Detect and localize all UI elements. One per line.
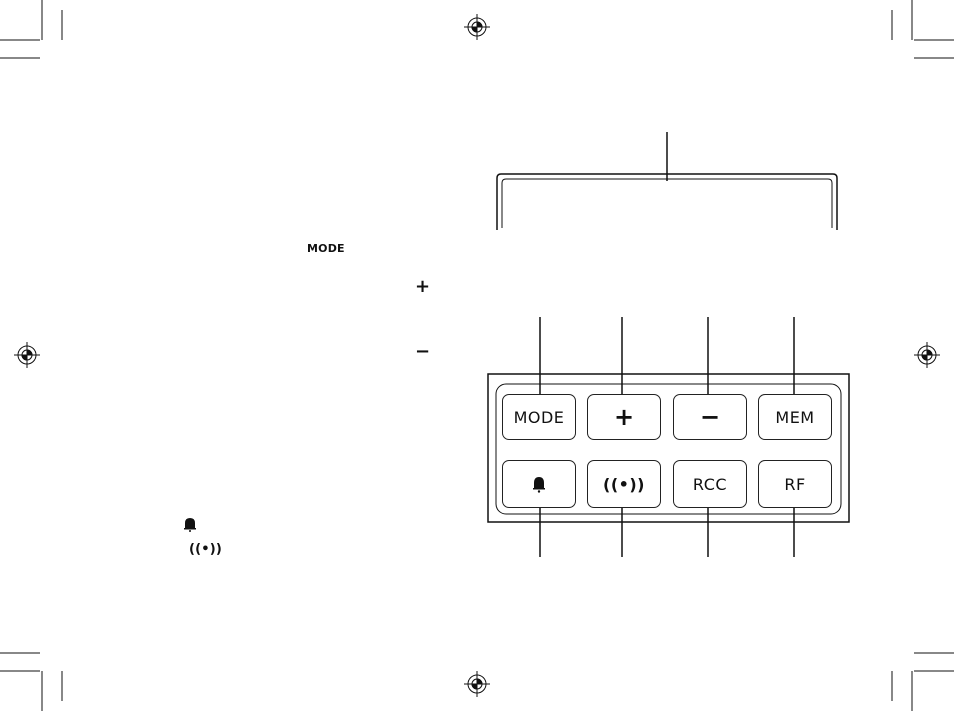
plus-key[interactable]: + xyxy=(587,394,661,440)
rcc-key-label: RCC xyxy=(692,474,728,494)
rf-key-label: RF xyxy=(784,474,806,494)
keypad-callouts-top xyxy=(539,317,795,398)
rcc-key[interactable]: RCC xyxy=(673,460,747,508)
mem-key-label: MEM xyxy=(775,407,815,427)
minus-key-label: − xyxy=(699,403,721,431)
mode-key[interactable]: MODE xyxy=(502,394,576,440)
keypad-outer-frame xyxy=(487,373,850,523)
bell-key-icon xyxy=(531,475,547,493)
inline-sos-symbol: ((•)) xyxy=(189,542,223,557)
keypad-callouts-bottom xyxy=(539,502,795,557)
display-window xyxy=(496,173,838,230)
sos-key-label: ((•)) xyxy=(603,474,645,494)
bell-icon xyxy=(182,516,198,532)
keypad-inner-frame xyxy=(495,383,842,515)
minus-key[interactable]: − xyxy=(673,394,747,440)
inline-minus-symbol: − xyxy=(415,341,431,362)
inline-mode-symbol: MODE xyxy=(307,242,345,255)
mem-key[interactable]: MEM xyxy=(758,394,832,440)
bell-key[interactable] xyxy=(502,460,576,508)
inline-plus-symbol: + xyxy=(415,276,431,297)
registration-mark-icon xyxy=(14,14,940,697)
mode-key-label: MODE xyxy=(513,407,565,427)
plus-key-label: + xyxy=(613,403,635,431)
rf-key[interactable]: RF xyxy=(758,460,832,508)
sos-key[interactable]: ((•)) xyxy=(587,460,661,508)
